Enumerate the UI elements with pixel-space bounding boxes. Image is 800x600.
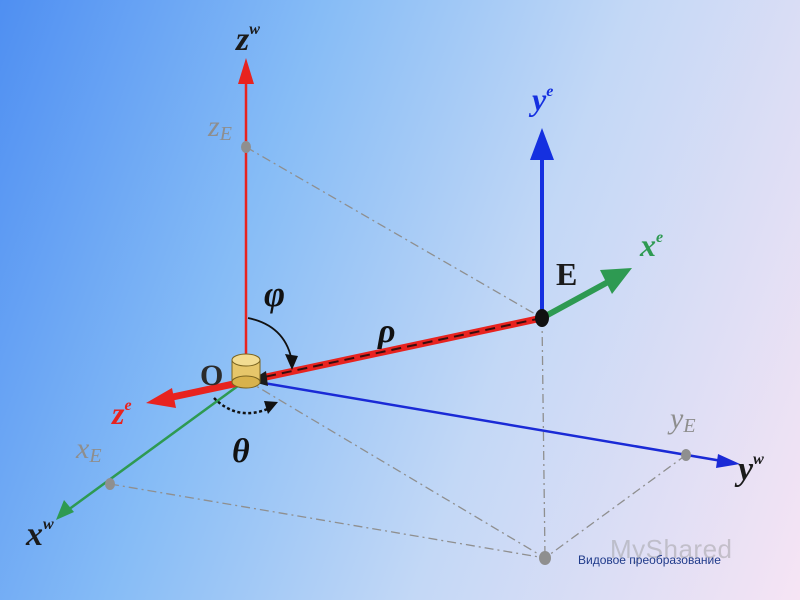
rho-dashed-line [249,317,543,381]
point-xE [105,478,115,490]
label-ye: ye [528,81,553,117]
world-x-arrowhead [56,500,74,520]
label-zw: zw [235,21,260,58]
eye-x-axis [540,279,610,321]
projection-points [105,141,691,565]
theta-angle-arc [213,397,278,415]
projection-line-xe-to-base [109,483,546,559]
world-z-arrowhead [238,58,254,84]
eye-z-axis [167,314,543,402]
label-xw: xw [25,516,54,553]
watermark-text: MyShared [610,534,733,564]
projection-line-e-down [541,317,546,559]
world-x-axis [67,378,247,512]
label-xe: xe [639,227,663,263]
label-yw: yw [734,451,764,488]
origin-cylinder [231,353,261,389]
phi-angle-arc [247,317,298,370]
projection-lines [109,146,687,559]
eye-y-arrowhead [530,128,554,160]
label-phi: φ [264,274,285,314]
world-y-axis [245,378,723,463]
eye-z-arrowhead [146,388,176,408]
label-xE: xE [75,432,102,467]
point-yE [681,449,691,461]
projection-line-o-to-base [245,379,546,559]
slide-caption: Видовое преобразование [578,553,721,567]
label-zE: zE [207,110,232,145]
eye-axes [530,128,632,321]
label-ze: ze [111,395,132,431]
world-y-arrowhead [716,454,740,468]
world-axes [56,58,740,520]
point-base [539,551,551,565]
eye-point [535,309,549,327]
eye-x-arrowhead [600,268,632,294]
label-rho: ρ [377,313,396,350]
label-theta: θ [232,433,250,470]
myshared-logo-icon: MyShared [610,534,733,565]
point-zE [241,141,251,153]
label-yE: yE [667,402,696,437]
projection-line-ze-to-e [245,146,543,319]
label-eye-point: E [556,256,577,292]
label-origin: O [200,359,223,392]
